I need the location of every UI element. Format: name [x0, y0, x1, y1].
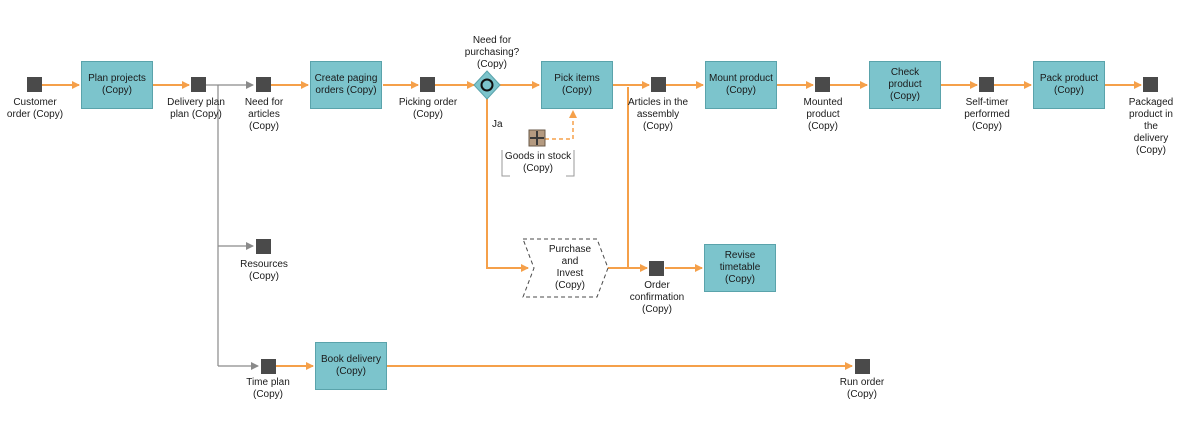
event-label-articles-in-assembly: Articles in the assembly (Copy)	[627, 97, 689, 132]
event-articles-in-assembly[interactable]	[651, 77, 666, 92]
event-self-timer-performed[interactable]	[979, 77, 994, 92]
event-label-delivery-plan: Delivery plan plan (Copy)	[167, 97, 225, 120]
function-mount-product[interactable]: Mount product (Copy)	[705, 61, 777, 109]
event-run-order[interactable]	[855, 359, 870, 374]
event-order-confirmation[interactable]	[649, 261, 664, 276]
function-label: Create paging orders (Copy)	[314, 73, 378, 96]
event-label-need-for-articles: Need for articles (Copy)	[244, 97, 284, 132]
goods-in-stock-bracket	[501, 150, 575, 177]
event-customer-order[interactable]	[27, 77, 42, 92]
function-plan-projects[interactable]: Plan projects (Copy)	[81, 61, 153, 109]
event-label-run-order: Run order (Copy)	[839, 377, 885, 400]
goods-in-stock-icon	[528, 129, 546, 147]
xor-gateway	[473, 70, 501, 100]
function-label: Revise timetable (Copy)	[719, 250, 761, 285]
event-picking-order[interactable]	[420, 77, 435, 92]
function-label: Mount product (Copy)	[709, 73, 773, 96]
function-pack-product[interactable]: Pack product (Copy)	[1033, 61, 1105, 109]
function-book-delivery[interactable]: Book delivery (Copy)	[315, 342, 387, 390]
event-label-self-timer-performed: Self-timer performed (Copy)	[964, 97, 1010, 132]
event-packaged-product[interactable]	[1143, 77, 1158, 92]
event-need-for-articles[interactable]	[256, 77, 271, 92]
event-label-order-confirmation: Order confirmation (Copy)	[629, 280, 685, 315]
event-resources[interactable]	[256, 239, 271, 254]
event-time-plan[interactable]	[261, 359, 276, 374]
purchase-and-invest-label: Purchase and Invest (Copy)	[548, 244, 592, 291]
flow-purchase-to-articles	[606, 87, 629, 269]
event-label-picking-order: Picking order (Copy)	[398, 97, 458, 120]
purchase-and-invest-interface	[522, 238, 609, 298]
event-label-customer-order: Customer order (Copy)	[6, 97, 64, 120]
function-label: Book delivery (Copy)	[320, 354, 382, 377]
event-label-time-plan: Time plan (Copy)	[246, 377, 290, 400]
function-label: Plan projects (Copy)	[88, 73, 146, 96]
function-create-paging-orders[interactable]: Create paging orders (Copy)	[310, 61, 382, 109]
event-label-mounted-product: Mounted product (Copy)	[803, 97, 843, 132]
function-label: Pack product (Copy)	[1039, 73, 1099, 96]
function-revise-timetable[interactable]: Revise timetable (Copy)	[704, 244, 776, 292]
goods-in-stock-label: Goods in stock (Copy)	[504, 151, 572, 174]
flow-goods-in-stock-to-pick-items	[545, 110, 577, 140]
gateway-branch-label: Ja	[492, 119, 503, 130]
event-mounted-product[interactable]	[815, 77, 830, 92]
event-label-packaged-product: Packaged product in the delivery (Copy)	[1128, 97, 1174, 156]
flow-gateway-ja-to-purchase	[486, 98, 529, 272]
gateway-label: Need for purchasing? (Copy)	[464, 35, 520, 70]
function-label: Pick items (Copy)	[554, 73, 600, 96]
function-label: Check product (Copy)	[888, 67, 922, 102]
event-label-resources: Resources (Copy)	[240, 259, 288, 282]
function-check-product[interactable]: Check product (Copy)	[869, 61, 941, 109]
event-delivery-plan[interactable]	[191, 77, 206, 92]
function-pick-items[interactable]: Pick items (Copy)	[541, 61, 613, 109]
